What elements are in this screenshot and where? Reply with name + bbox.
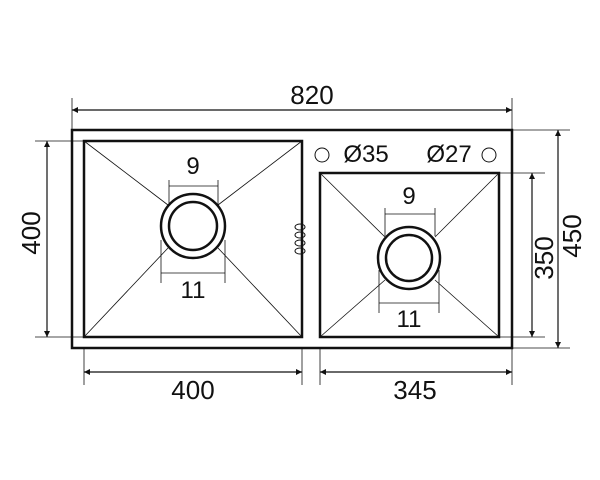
overall-width-label: 820 [290,80,333,110]
right-depth-label: 350 [529,236,559,279]
left-drain-outer [159,192,227,260]
tap-hole-1-label: Ø35 [343,141,388,168]
tap-hole-right [481,147,497,163]
right-bowl [318,171,501,339]
drain-dimension-lines [160,180,440,313]
sink-outline [70,128,514,350]
right-drain-inner [384,233,434,283]
right-drain-inner-label: 9 [402,183,415,210]
extension-lines [35,98,570,385]
overall-depth-label: 450 [557,214,587,257]
right-drain-outer-label: 11 [397,306,422,333]
overflow-icon [294,223,306,255]
right-width-label: 345 [393,375,436,405]
left-drain-inner [167,200,219,252]
left-bowl-slope-lines [83,140,303,338]
left-drain-inner-label: 9 [186,153,199,180]
tap-hole-2-label: Ø27 [426,141,471,168]
left-drain-outer-label: 11 [181,277,206,304]
left-depth-label: 400 [16,211,46,254]
tap-hole-left [314,147,330,163]
left-width-label: 400 [171,375,214,405]
right-drain-outer [376,225,442,291]
right-bowl-slope-lines [319,172,500,338]
left-bowl [82,139,304,339]
